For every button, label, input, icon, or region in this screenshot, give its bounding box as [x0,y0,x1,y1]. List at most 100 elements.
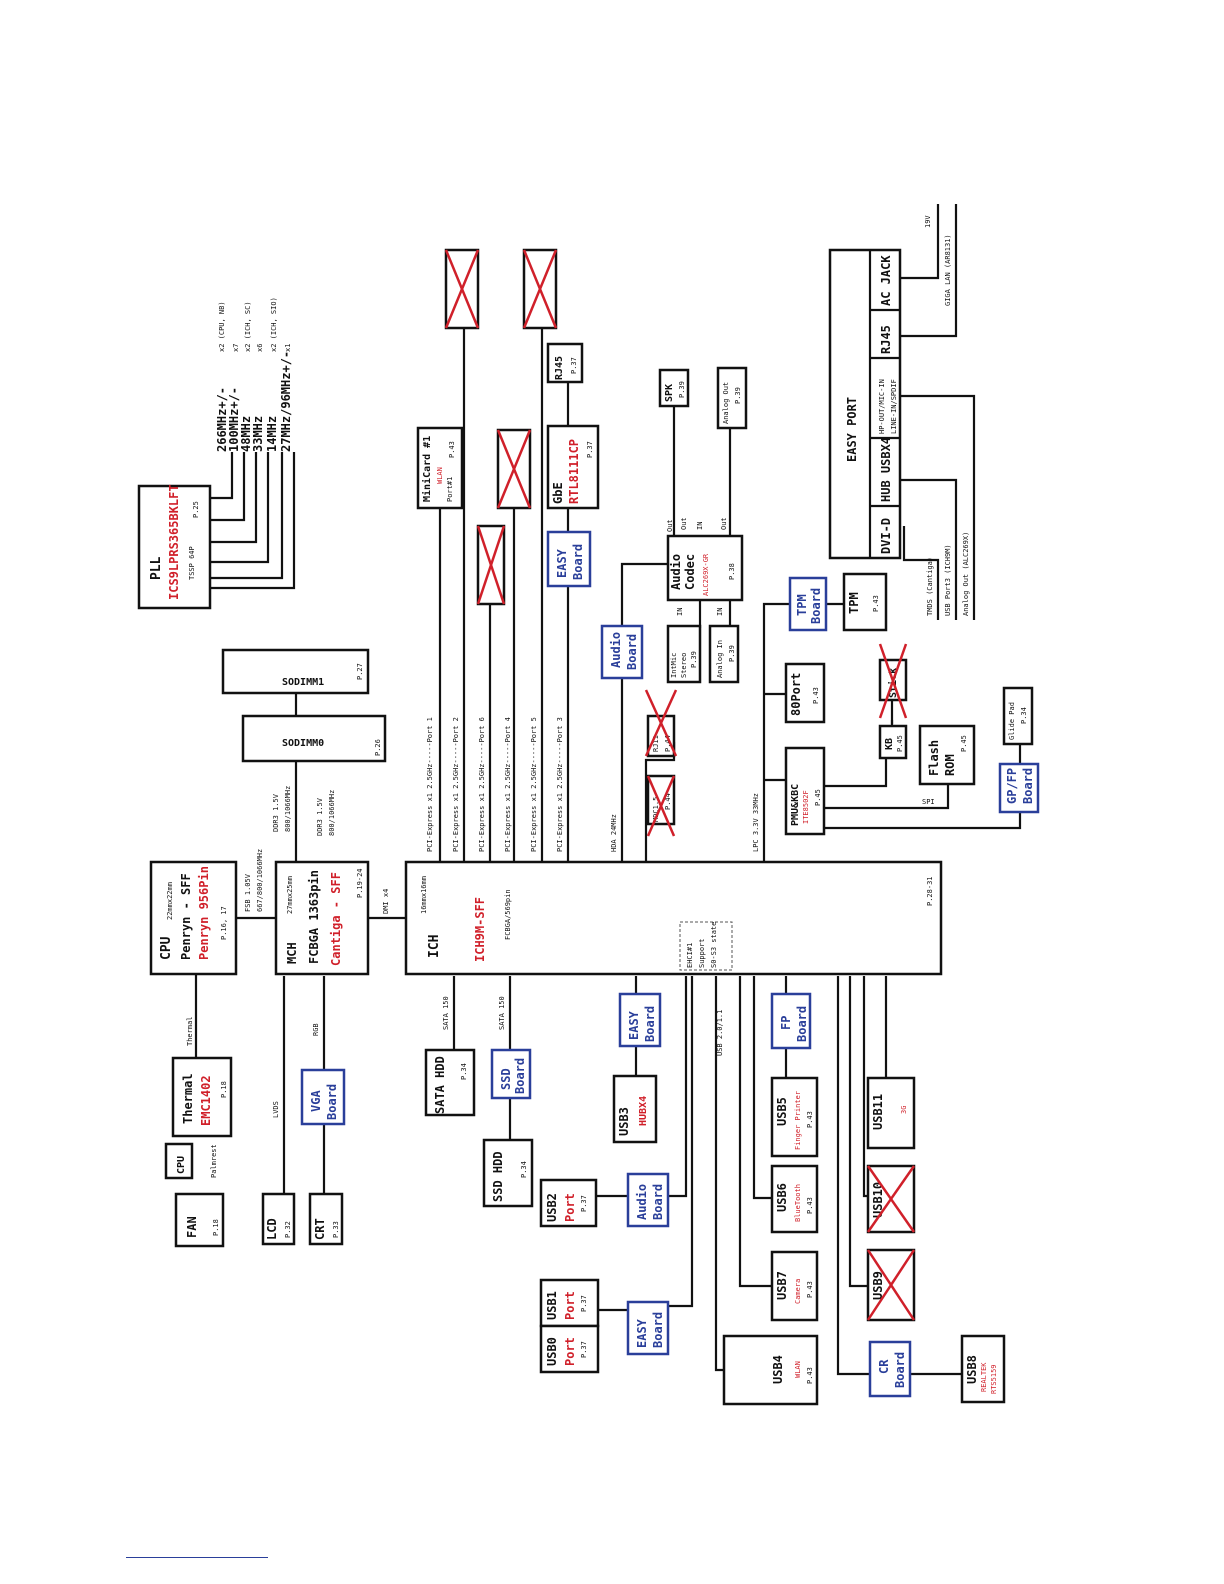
audio-codec-out-3: Out [720,517,728,530]
minicard-sub: WLAN [436,467,444,484]
usb6-sub: BlueTooth [794,1184,802,1222]
lcd-block: LCD P.32 [261,1192,296,1246]
tpm-page: P.43 [872,595,880,612]
audio-board-codec-label-2: Board [625,634,639,670]
cpu-box [149,860,238,976]
port80-block: 80Port P.43 [784,662,826,724]
fan-box [174,1192,225,1248]
intmic-label-1: IntMic [670,653,678,678]
usb5-sub: Finger Printer [794,1091,802,1150]
sodimm0-page: P.26 [374,739,382,756]
glide-pad-page: P.34 [1020,707,1028,724]
pcie-port-2: PCI-Express x1 2.5GHz-----Port 2 [452,717,460,852]
pcie-port-5: PCI-Express x1 2.5GHz-----Port 5 [530,717,538,852]
usb0-page: P.37 [580,1341,588,1358]
pll-clock-5: 14MHz [265,416,279,452]
easy-board-usb01-box [626,1300,670,1356]
kbc-box [784,746,826,836]
pll-count-4: x6 [256,344,264,352]
usb8-sub-2: RTS5159 [990,1364,998,1394]
usb11-sub: 3G [900,1106,908,1114]
thermal-bus-label: Thermal [186,1016,194,1046]
usb4-sub: WLAN [794,1361,802,1378]
usb2-sub: Port [563,1193,577,1222]
gpfp-board-label-2: Board [1021,768,1035,804]
easy-port-feed-analog: Analog Out (ALC269X) [962,532,970,616]
usb-bus-label: USB 2.0/1.1 [716,1010,724,1056]
rj11-box [646,714,676,758]
sodimm1-box [221,648,370,695]
fp-board-label-2: Board [795,1006,809,1042]
usb3-box [612,1074,658,1144]
ich-size: 16mmx16mm [420,876,428,914]
kbc-title: PMU&KBC [790,784,801,826]
tpm-board-label-2: Board [809,588,823,624]
minicard-page: P.43 [448,441,456,458]
easy-board-usb01-label-2: Board [651,1312,665,1348]
usb7-page: P.43 [806,1281,814,1298]
usb5-label: USB5 [775,1097,789,1126]
easy-board-usb3-block: EASY Board [618,992,662,1048]
mch-box [274,860,370,976]
analog-in-page: P.39 [728,645,736,662]
audio-codec-out-2: Out [680,517,688,530]
usb7-block: USB7 Camera P.43 [770,1250,819,1322]
ssd-hdd-page: P.34 [520,1161,528,1178]
ddr-a-label: DDR3 1.5V [272,793,280,832]
mdc-page: P.44 [664,793,672,810]
thermal-part: EMC1402 [199,1075,213,1126]
port80-box [784,662,826,724]
usb9-block: USB9 [866,1248,916,1322]
tpm-board-block: TPM Board [788,576,828,632]
cpu-sense-label: CPU [176,1156,187,1174]
stick-block: Stick [878,643,908,719]
fp-board-box [770,992,812,1050]
audio-codec-out-1: Out [666,519,674,532]
usb2-label: USB2 [545,1193,559,1222]
easy-port-title: EASY PORT [845,397,859,462]
usb7-label: USB7 [775,1271,789,1300]
analog-in-label: Analog In [716,640,724,678]
gbe-title: GbE [551,482,565,504]
pll-package: TSSP 64P [188,546,196,580]
usb9-cross-line-2 [866,1249,916,1321]
analog-out-label: Analog Out [722,382,730,424]
vga-board-box [300,1068,346,1126]
gbe-block: GbE RTL8111CP P.37 [546,424,600,510]
easy-port-feed-19v: 19V [924,215,932,228]
rj45-page: P.37 [570,357,578,374]
intmic-block: IntMic Stereo P.39 [666,624,702,684]
gpfp-board-box [998,762,1040,814]
audio-board-usb2-box [626,1172,670,1228]
easy-port-feed-usb: USB Port3 (ICH9M) [944,544,952,616]
ssd-hdd-block: SSD HDD P.34 [482,1138,534,1208]
analog-in-box [708,624,740,684]
pll-clock-2: 100MHz+/- [227,387,241,452]
usb2-block: USB2 Port P.37 [539,1178,598,1228]
rj11-label: RJ11 [652,735,660,752]
ssd-board-label-2: Board [513,1058,527,1094]
thermal-title: Thermal [181,1073,195,1124]
pcie-slot-6-removed [476,524,506,606]
usb6-block: USB6 BlueTooth P.43 [770,1164,819,1234]
usb4-page: P.43 [806,1367,814,1384]
pcie-port-6: PCI-Express x1 2.5GHz-----Port 6 [478,717,486,852]
easy-board-usb01-block: EASY Board [626,1300,670,1356]
audio-codec-block: Audio Codec ALC269X-GR P.38 Out Out Out … [666,517,744,616]
spk-page: P.39 [678,381,686,398]
usb5-box [770,1076,819,1158]
glide-pad-label: Glide Pad [1008,702,1016,740]
intmic-label-2: Stereo [680,653,688,678]
vga-board-block: VGA Board [300,1068,346,1126]
pll-count-1: x2 (CPU, NB) [218,301,226,352]
tpm-label: TPM [847,592,861,614]
mch-page: P.19-24 [356,868,364,898]
mdc-block: MDC1.5 P.44 [646,774,676,837]
usb6-page: P.43 [806,1197,814,1214]
lpc-label: LPC 3.3V 33MHz [752,793,760,852]
lcd-page: P.32 [284,1221,292,1238]
usb6-box [770,1164,819,1234]
rj11-cross-line-2 [644,689,678,757]
crt-page: P.33 [332,1221,340,1238]
spi-label: SPI [922,798,935,806]
